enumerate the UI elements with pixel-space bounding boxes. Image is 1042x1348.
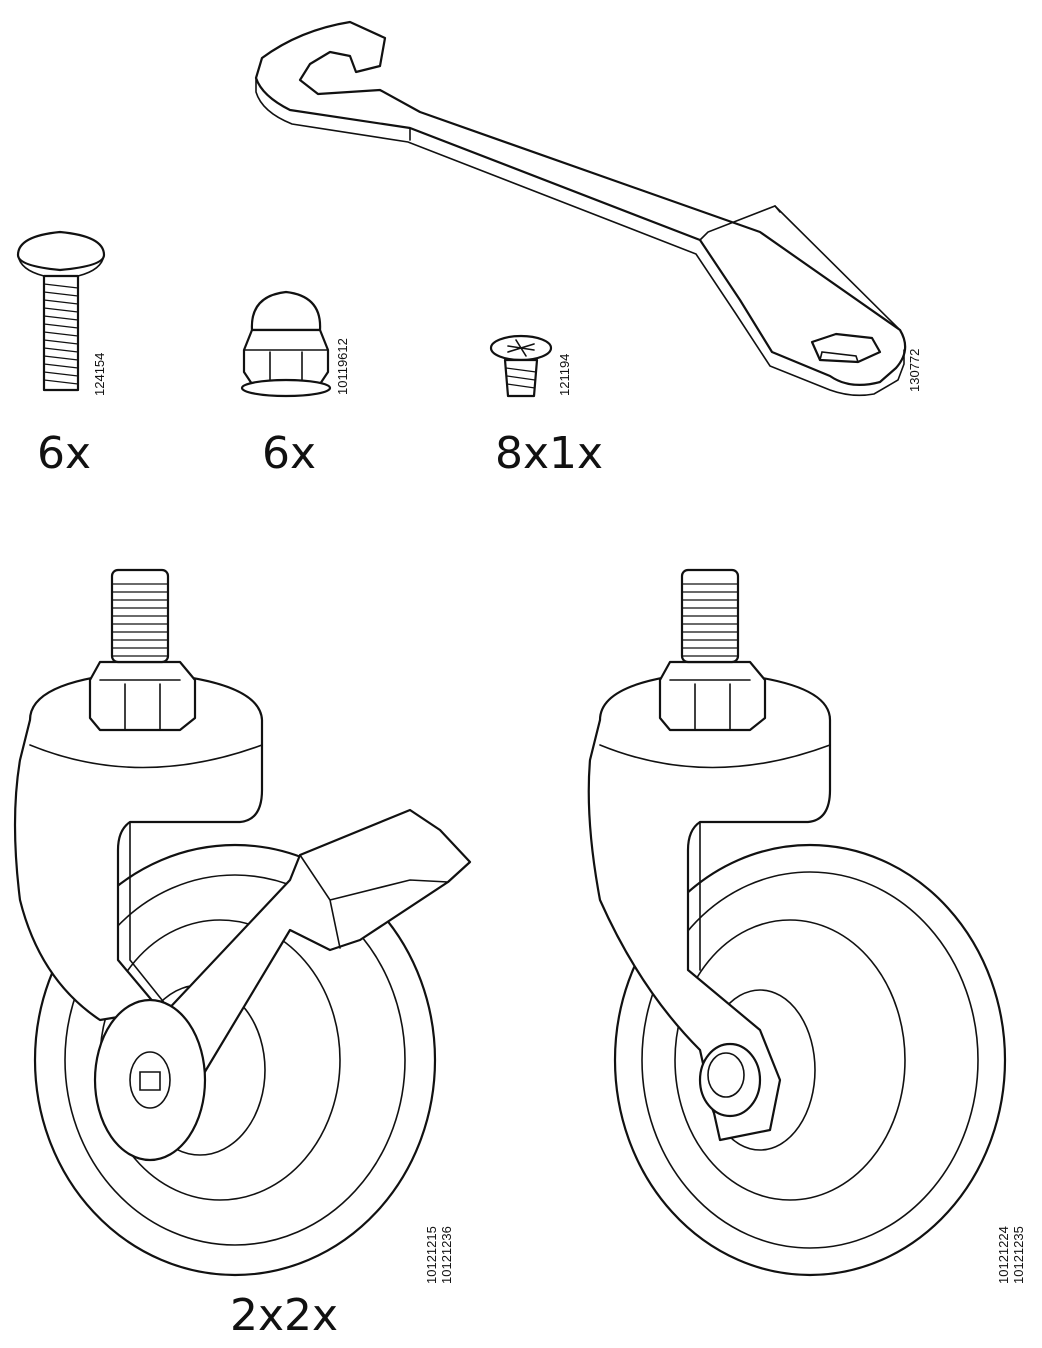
wrench-icon bbox=[254, 20, 907, 397]
part-number-caster-brake-2: 10121236 bbox=[439, 1226, 454, 1284]
bolt-icon bbox=[16, 230, 106, 392]
part-number-caster-1: 10121224 bbox=[996, 1226, 1011, 1284]
quantity-cap-nut: 6x bbox=[262, 428, 317, 479]
part-number-screw: 121194 bbox=[557, 353, 572, 396]
cap-nut-icon bbox=[240, 290, 332, 398]
part-numbers-caster: 10121224 10121235 bbox=[996, 1226, 1026, 1284]
caster-icon bbox=[587, 568, 1007, 1277]
part-number-bolt: 124154 bbox=[92, 352, 107, 396]
caster-with-brake-icon bbox=[13, 568, 472, 1277]
part-number-wrench: 130772 bbox=[907, 348, 922, 392]
quantity-bolt: 6x bbox=[37, 428, 92, 479]
part-number-cap-nut: 10119612 bbox=[335, 338, 350, 395]
part-numbers-caster-brake: 10121215 10121236 bbox=[424, 1226, 454, 1284]
part-number-caster-2: 10121235 bbox=[1011, 1226, 1026, 1284]
part-number-caster-brake-1: 10121215 bbox=[424, 1226, 439, 1284]
quantity-caster-brake: 2x2x bbox=[230, 1290, 339, 1341]
quantity-screw: 8x1x bbox=[495, 428, 604, 479]
screw-icon bbox=[489, 334, 553, 398]
